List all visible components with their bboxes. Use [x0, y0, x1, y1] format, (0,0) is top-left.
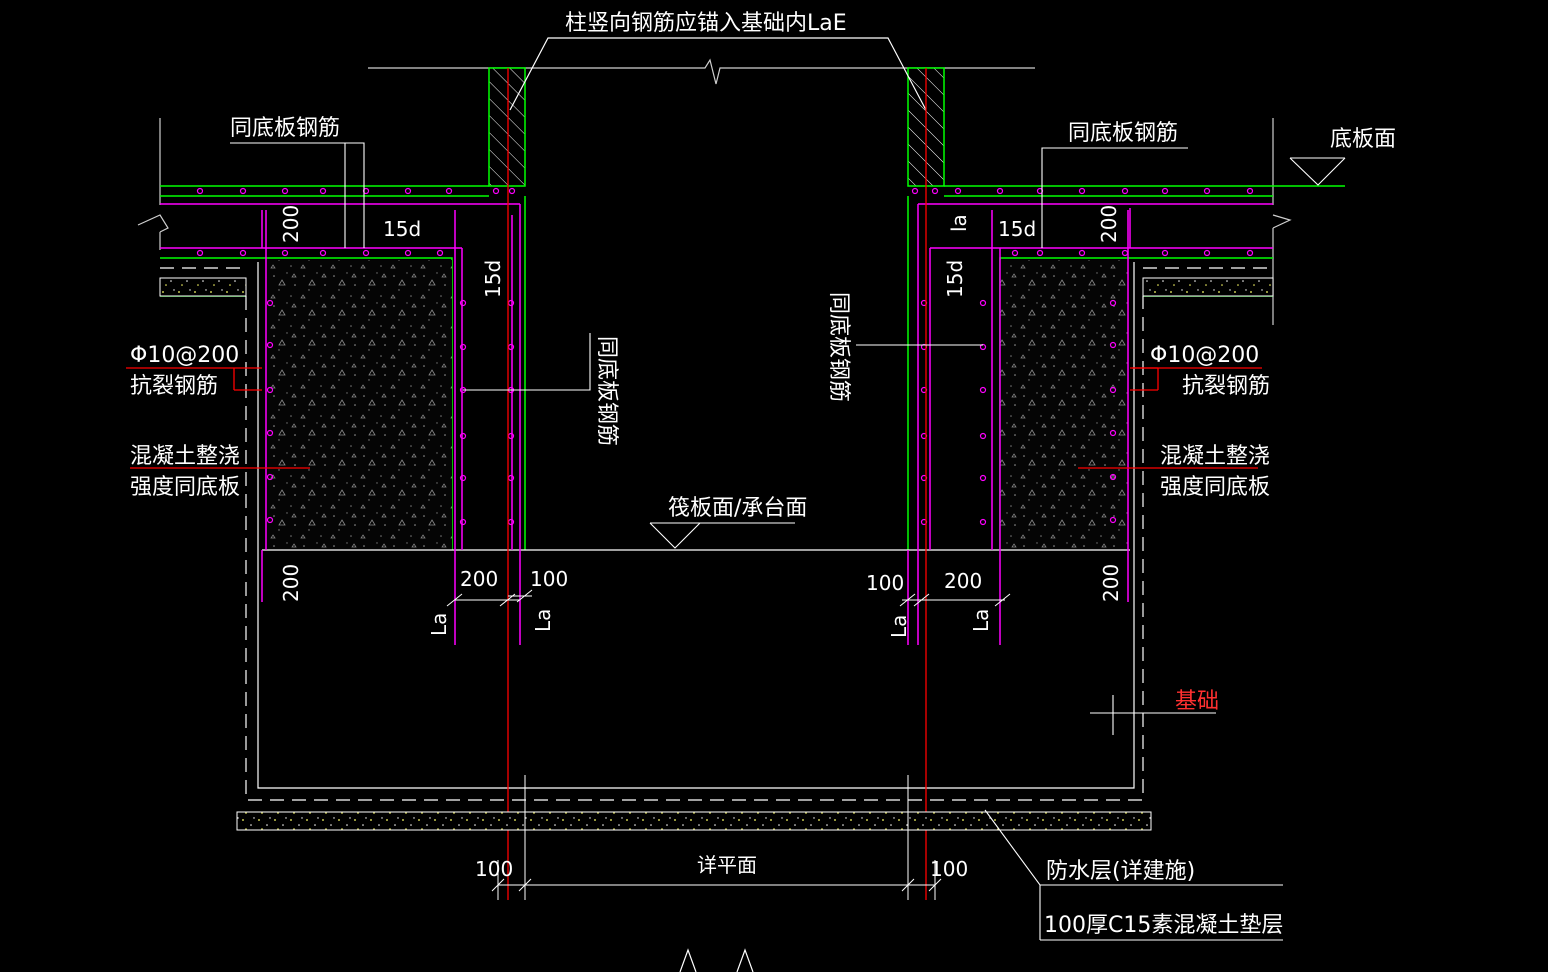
- dim-la-left-1: La: [427, 613, 451, 636]
- dim-200-top-left: 200: [279, 205, 303, 243]
- dim-200-top-right: 200: [1097, 205, 1121, 243]
- concrete-note-left-1: 混凝土整浇: [130, 444, 240, 469]
- detail-plan-label: 详平面: [697, 853, 757, 877]
- concrete-note-right-2: 强度同底板: [1160, 475, 1270, 500]
- leaders: [230, 142, 1346, 941]
- concrete-note-left-2: 强度同底板: [130, 475, 240, 500]
- same-slab-rebar-right: 同底板钢筋: [1068, 121, 1178, 146]
- side-cushion-left: [159, 277, 247, 297]
- dim-100-mid-left: 100: [530, 567, 568, 591]
- dim-200-bot-right: 200: [1099, 564, 1123, 602]
- cushion-label: 100厚C15素混凝土垫层: [1044, 913, 1283, 938]
- slab-break-right: [1272, 118, 1292, 325]
- dim-200-bot-left: 200: [279, 564, 303, 602]
- anti-crack-name-right: 抗裂钢筋: [1182, 374, 1270, 399]
- dim-200-mid-left: 200: [460, 567, 498, 591]
- slab-break-left: [137, 118, 169, 250]
- dim-200-mid-right: 200: [944, 569, 982, 593]
- dim-la-right-2: La: [969, 609, 993, 632]
- axis-lines: [126, 68, 1262, 900]
- rebar-lines: [160, 203, 1273, 645]
- column-anchor-leader: [509, 37, 927, 111]
- concrete-block-right: [1000, 260, 1128, 550]
- section-mark: [679, 948, 754, 972]
- anti-crack-name-left: 抗裂钢筋: [130, 374, 218, 399]
- dim-la-right-top: la: [947, 214, 971, 232]
- dim-la-left-2: La: [531, 609, 555, 632]
- bottom-cushion: [236, 811, 1152, 831]
- concrete-block-left: [266, 260, 452, 550]
- slab-surface-label: 底板面: [1330, 127, 1396, 152]
- column-wall-left: [488, 67, 526, 187]
- same-slab-rebar-vert-left: 同底板钢筋: [594, 336, 619, 446]
- concrete-note-right-1: 混凝土整浇: [1160, 444, 1270, 469]
- same-slab-rebar-vert-right: 同底板钢筋: [826, 292, 851, 402]
- dim-100-bottom-left: 100: [475, 857, 513, 881]
- waterproof-label: 防水层(详建施): [1046, 859, 1195, 884]
- dim-15d-left-v: 15d: [481, 260, 505, 298]
- raft-surface-label: 筏板面/承台面: [668, 496, 807, 521]
- dim-15d-right-v: 15d: [943, 260, 967, 298]
- column-break-line: [368, 58, 1035, 85]
- side-cushion-right: [1142, 277, 1274, 297]
- dim-100-bottom-right: 100: [930, 857, 968, 881]
- dim-15d-left-h: 15d: [383, 217, 421, 241]
- anti-crack-spec-left: Φ10@200: [130, 343, 239, 368]
- foundation-label: 基础: [1175, 689, 1219, 714]
- foundation-outline: [245, 262, 1144, 801]
- same-slab-rebar-left: 同底板钢筋: [230, 116, 340, 141]
- dim-15d-right-h: 15d: [998, 217, 1036, 241]
- dimension-lines: [446, 589, 1011, 900]
- anti-crack-spec-right: Φ10@200: [1150, 343, 1259, 368]
- dim-la-right-1: La: [887, 615, 911, 638]
- dim-100-mid-right: 100: [866, 571, 904, 595]
- column-anchor-label: 柱竖向钢筋应锚入基础内LaE: [565, 11, 847, 36]
